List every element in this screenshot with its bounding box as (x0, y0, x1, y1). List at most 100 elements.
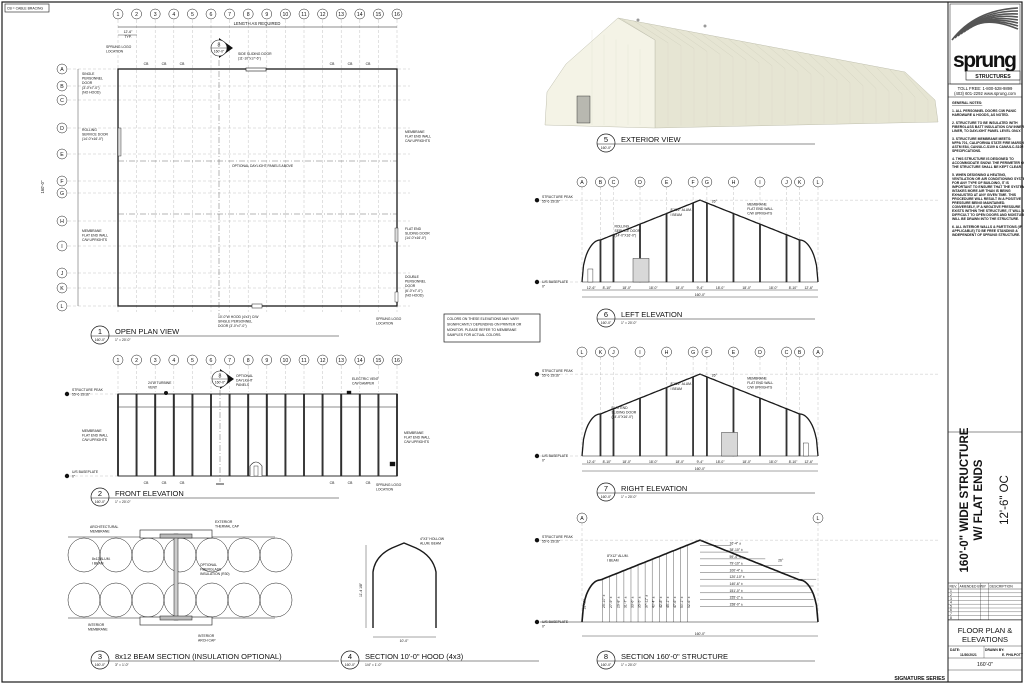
grid-bubble (56, 148, 68, 160)
grid-bubble-label: 7 (228, 358, 231, 364)
front-note: VENT (148, 386, 157, 390)
dim-label: 8'-10" (789, 286, 798, 290)
insulation-lobe (131, 582, 165, 618)
line (795, 51, 825, 78)
dim-label: 12'-6" (804, 460, 813, 464)
grid-bubble-label: L (61, 304, 64, 310)
plan-note: MEMBRANE (82, 229, 102, 233)
rev-row-number: 7 (950, 612, 952, 616)
line (876, 67, 903, 95)
dim-label: 18'-0" (622, 286, 631, 290)
upright (665, 213, 668, 283)
section-sheet: 160'-0" (214, 50, 225, 54)
cable-bracing-label: CB (180, 62, 185, 66)
color-note-line: COLORS ON THESE ELEVATIONS MAY VARY (447, 317, 520, 321)
upright (599, 413, 602, 457)
view-title-bubble (596, 650, 616, 670)
height-dim: 50'-1" ± (680, 596, 684, 608)
flat-end-door (394, 227, 399, 243)
arch-profile (581, 199, 819, 283)
upright (798, 239, 801, 283)
elevation-note: 8"X12" ALUM. (671, 382, 693, 386)
general-note-line: WILL BE DRAWN INTO THE STRUCTURE. (952, 217, 1019, 221)
grid-bubble-label: A (580, 516, 584, 522)
grid-bubble (224, 354, 235, 366)
logo-sub-box (965, 70, 1021, 81)
elevation-note: FLAT END WALL (747, 381, 773, 385)
grid-bubble-label: C (785, 350, 789, 356)
line (673, 28, 708, 52)
color-note-box (443, 313, 541, 343)
plan-note: C/W UPRIGHTS (405, 139, 431, 143)
project-title: W/ FLAT ENDS (973, 459, 985, 540)
grid-bubble-label: 4 (172, 12, 175, 18)
grid-bubble-label: 8 (247, 358, 250, 364)
level-marker-icon (534, 279, 540, 285)
sheet-title: FLOOR PLAN & (958, 626, 1013, 635)
note-line: U/S BASEPLATE (542, 280, 569, 284)
insulation-lobe (227, 537, 261, 573)
note-line: U/S BASEPLATE (542, 620, 569, 624)
grid-bubble (661, 176, 672, 188)
grid-bubble-label: K (798, 180, 802, 186)
insulation-lobe (163, 537, 197, 573)
dim-label: 8'-10" (789, 460, 798, 464)
general-note-line: 3. STRUCTURE MEMBRANE MEETS: (952, 137, 1011, 141)
i-beam-flange (159, 615, 193, 621)
grid-bubble (373, 8, 384, 20)
elevation-note: FLAT END WALL (747, 207, 773, 211)
contact: (403) 601-2292 www.sprung.com (954, 91, 1016, 96)
general-note-line: IMPORTANT TO ENSURE THAT THE SYSTEM (952, 185, 1024, 189)
cable-bracing-label: CB (366, 481, 371, 485)
grid-bubble-label: 16 (394, 358, 400, 364)
grid-bubble-label: 14 (357, 358, 363, 364)
grid-bubble (661, 346, 672, 358)
grid-bubble (168, 8, 180, 20)
grid-bubble (728, 176, 739, 188)
grid-bubble-label: K (599, 350, 603, 356)
plan-note: SPRUNG LOGO (376, 317, 402, 321)
dim-label: 8'-10" (603, 286, 612, 290)
plan-note: DOUBLE (405, 275, 420, 279)
grid-bubble-label: J (785, 180, 788, 186)
cable-bracing-label: CB (348, 62, 353, 66)
view-scale: 3" = 1'-0" (115, 663, 130, 667)
personnel-door (253, 465, 259, 477)
view-title-bubble (596, 133, 616, 153)
view-title: SECTION 10'-0" HOOD (4x3) (365, 652, 464, 661)
view-number: 1 (98, 327, 102, 336)
front-note: MEMBRANE (82, 429, 102, 433)
view-sheet: 160'-0" (601, 663, 612, 667)
plan-note: PERSONNEL (405, 280, 426, 284)
cable-bracing-label: CB (366, 62, 371, 66)
note-line: 55'-6 15/16" (72, 393, 91, 397)
upright (247, 393, 250, 477)
grid-bubble-label: 10 (283, 12, 289, 18)
dim-label: 18'-0" (676, 460, 685, 464)
width-dim: 120'-10" ± (730, 575, 745, 579)
view-scale: 1" = 20'-0" (621, 663, 637, 667)
view-title-bubble (90, 325, 110, 345)
insulation-lobe (67, 537, 101, 573)
elevation-note: SERVICE DOOR (614, 229, 640, 233)
grid-bubble (131, 8, 142, 20)
view-scale: 1" = 20'-0" (115, 500, 131, 504)
upright (117, 393, 119, 477)
note-line: 55'-6 15/16" (542, 374, 561, 378)
side-sliding-door (245, 67, 267, 72)
upright (135, 393, 138, 477)
grid-bubble-label: 9 (265, 358, 268, 364)
height-dim: 45'-1" ± (666, 596, 670, 608)
grid-bubble-label: 2 (135, 358, 138, 364)
grid-bubble-label: A (60, 67, 64, 73)
project-title: 160'-0" WIDE STRUCTURE (959, 427, 971, 572)
note-line: STRUCTURE PEAK (72, 388, 104, 392)
note-line: 0" (542, 285, 546, 289)
grid-bubble (280, 354, 291, 366)
grid-bubble-label: J (612, 350, 615, 356)
grid-bubble-label: G (691, 350, 695, 356)
elevation-note: C/W UPRIGHTS (747, 386, 773, 390)
front-note: MEMBRANE (404, 431, 424, 435)
rev-row-number: 3 (950, 597, 952, 601)
hood-door (251, 303, 263, 309)
